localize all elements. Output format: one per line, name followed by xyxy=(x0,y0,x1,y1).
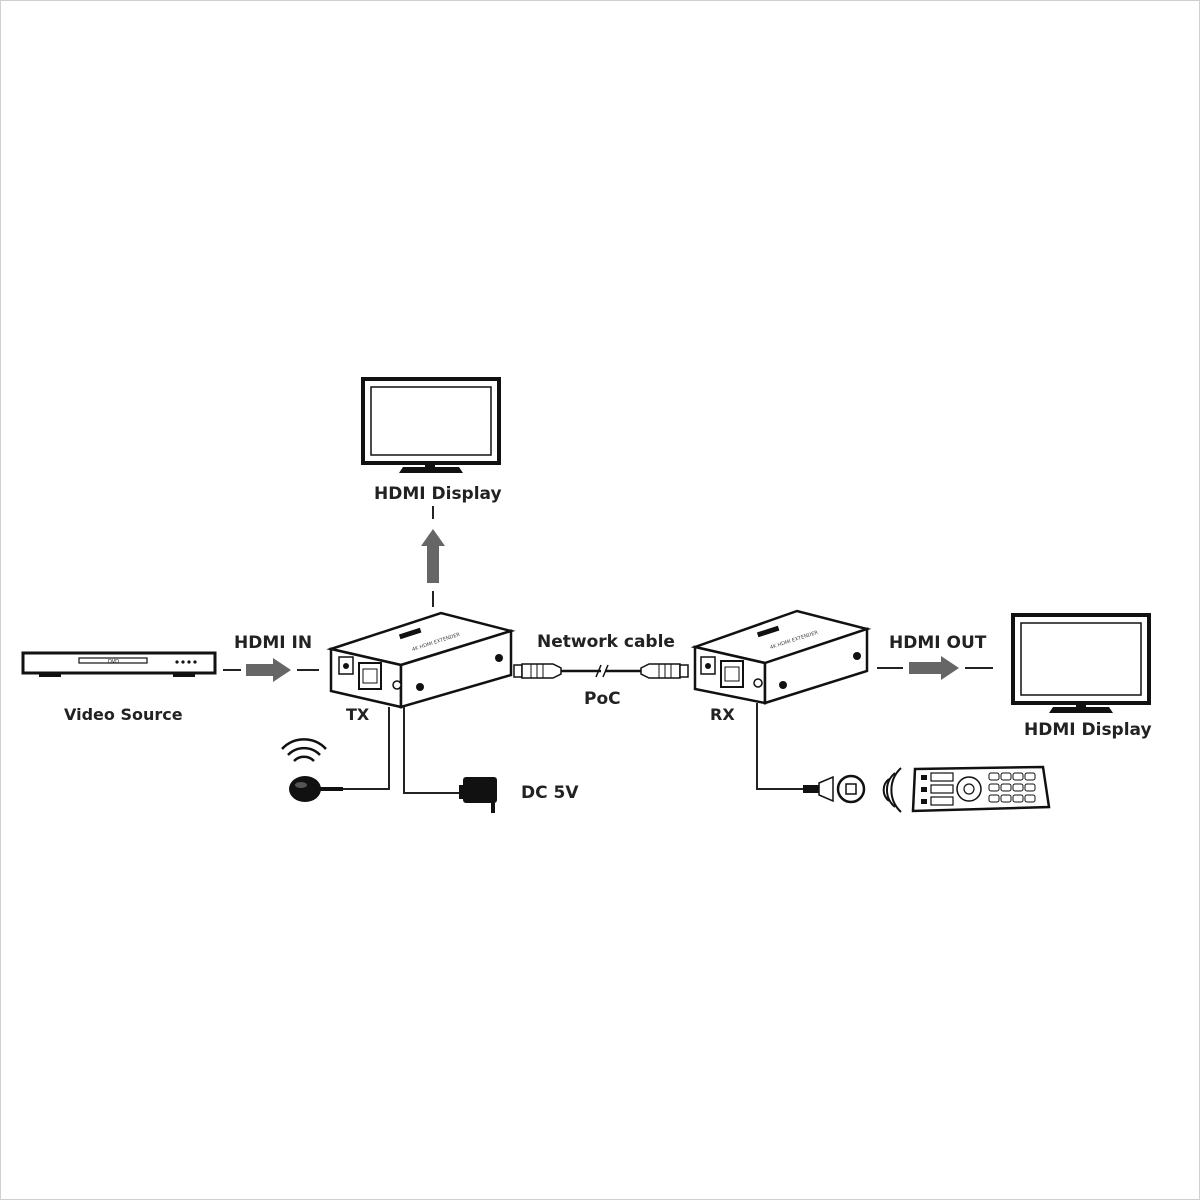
label-tx: TX xyxy=(346,705,370,724)
label-hdmi-display-right: HDMI Display xyxy=(1024,720,1152,740)
label-rx: RX xyxy=(710,705,735,724)
label-poc: PoC xyxy=(584,689,621,709)
label-video-source: Video Source xyxy=(64,705,183,724)
tv-right-icon xyxy=(1011,613,1151,713)
tv-top-icon xyxy=(361,377,501,473)
rx-ir-cable xyxy=(756,703,807,790)
tx-extender-icon: 4K HDMI EXTENDER xyxy=(326,611,516,709)
label-network-cable: Network cable xyxy=(537,632,675,652)
hdmi-out-arrow xyxy=(877,656,993,680)
dvd-player-icon: DVD xyxy=(21,651,217,677)
tx-cables xyxy=(343,707,459,794)
rx-extender-icon: 4K HDMI EXTENDER xyxy=(690,609,872,705)
label-hdmi-display-top: HDMI Display xyxy=(374,484,502,504)
label-hdmi-out: HDMI OUT xyxy=(889,633,987,653)
power-adapter-icon xyxy=(459,777,497,813)
network-cable-icon xyxy=(513,663,689,679)
ir-sensor-icon xyxy=(281,738,343,802)
hdmi-in-arrow xyxy=(223,658,319,682)
remote-control-icon xyxy=(911,765,1051,813)
label-hdmi-in: HDMI IN xyxy=(234,633,313,653)
dvd-label: DVD xyxy=(108,659,119,665)
ir-receiver-icon xyxy=(803,767,902,813)
label-dc-5v: DC 5V xyxy=(521,783,579,803)
output-arrow-up xyxy=(421,506,445,607)
